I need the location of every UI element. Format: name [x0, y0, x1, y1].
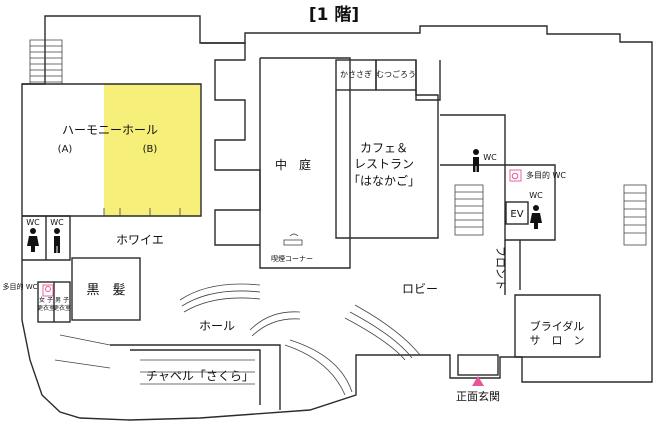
chapel-pews	[140, 339, 353, 396]
multipurpose-wc-label-left: 多目的 WC	[2, 282, 37, 291]
toilet-women-icon-right	[530, 205, 542, 229]
wc-label-men: WC	[50, 218, 64, 227]
harmony-hall-b-highlight	[104, 84, 201, 216]
harmony-hall-outline	[22, 83, 202, 217]
chapel-label: チャペル「さくら」	[146, 369, 254, 383]
wc-label-cafe: WC	[483, 153, 497, 162]
entrance-label: 正面玄関	[456, 389, 500, 403]
toilet-women-icon	[27, 228, 39, 252]
entrance-doors	[457, 354, 499, 376]
mutsugorou-label: むつごろう	[376, 69, 416, 79]
bridal-salon-label-line1: ブライダル	[530, 319, 585, 333]
stair-center	[454, 184, 484, 236]
women-changing-label-line2: 更衣室	[37, 304, 55, 312]
multipurpose-wc-label-right: 多目的 WC	[526, 170, 566, 180]
accessible-icon	[42, 284, 54, 297]
accessible-icon-right	[509, 169, 522, 182]
kurokami-label: 黒 髪	[86, 283, 125, 298]
courtyard-label: 中 庭	[275, 157, 311, 172]
women-changing-label-line1: 女 子	[39, 296, 53, 304]
stair-right	[623, 184, 647, 246]
men-changing-label-line2: 更衣室	[53, 304, 71, 312]
floor-title: [1 階]	[309, 5, 359, 25]
harmony-hall-label: ハーモニーホール	[62, 123, 158, 137]
hall-label: ホール	[199, 319, 235, 333]
front-desk-label: フロント	[494, 246, 507, 290]
toilet-men-icon	[54, 228, 60, 253]
smoking-icon	[283, 233, 303, 246]
hall-b-label: (B)	[143, 144, 158, 155]
cafe-label-line2: レストラン	[354, 157, 414, 171]
smoking-corner-label: 喫煙コーナー	[271, 254, 313, 263]
bridal-salon-label-line2: サ ロ ン	[530, 334, 585, 347]
wc-label-women: WC	[26, 218, 40, 227]
foyer-label: ホワイエ	[116, 233, 164, 247]
men-changing-label-line1: 男 子	[55, 297, 69, 304]
cafe-label-line1: カフェ＆	[360, 141, 408, 155]
hall-a-label: (A)	[58, 144, 73, 155]
entrance-marker-icon	[472, 376, 484, 386]
hall-curved-steps	[179, 283, 421, 361]
lobby-label: ロビー	[402, 282, 438, 296]
ev-label: EV	[510, 209, 523, 220]
stair-top-left	[29, 39, 63, 85]
wc-label-right: WC	[529, 191, 543, 200]
building-outline	[21, 15, 653, 421]
kasasagi-label: かささぎ	[340, 69, 372, 79]
cafe-label-line3: 「はなかご」	[348, 173, 420, 188]
toilet-men-icon-cafe	[473, 149, 479, 172]
